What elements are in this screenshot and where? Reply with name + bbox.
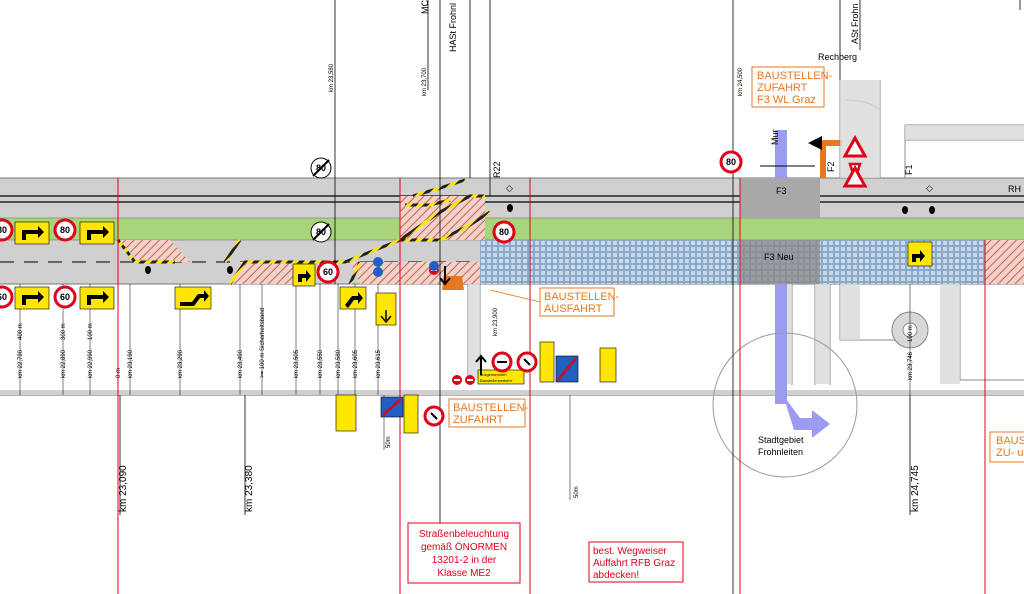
svg-text:best. Wegweiser: best. Wegweiser (593, 546, 667, 557)
svg-text:km 23,615: km 23,615 (376, 349, 382, 378)
hatched-area (118, 240, 190, 262)
svg-text:BAUSTELLEN-: BAUSTELLEN- (544, 291, 620, 303)
arrow-sign-group (14, 221, 933, 434)
label-r22: R22 (492, 161, 502, 178)
svg-text:Straßenbeleuchtung: Straßenbeleuchtung (419, 529, 509, 540)
ausgenommen-text-2: Baustellenverkehr (480, 378, 513, 383)
svg-text:100 m: 100 m (88, 323, 94, 340)
svg-text:km 23,505: km 23,505 (294, 349, 300, 378)
label-mur: Mur (770, 129, 780, 145)
svg-text:0 m: 0 m (116, 368, 122, 378)
barrier-lines (116, 178, 491, 285)
svg-text:km 23,550: km 23,550 (318, 349, 324, 378)
svg-text:100 m: 100 m (908, 325, 914, 342)
label-baustellen-zufahrt-f3: BAUSTELLEN- ZUFAHRT F3 WL Graz (751, 66, 833, 108)
km-big-2: km 23,380 (244, 465, 255, 512)
svg-text:400 m: 400 m (18, 323, 24, 340)
svg-text:km 22,890: km 22,890 (61, 349, 67, 378)
bridge-f3 (740, 178, 820, 218)
label-baustellen-right: BAUS ZU- u (989, 431, 1024, 463)
label-f1: F1 (904, 164, 914, 175)
distance-50m-b: 50m (574, 486, 580, 498)
svg-text:km 23,190: km 23,190 (128, 349, 134, 378)
svg-text:km 22,790: km 22,790 (18, 349, 24, 378)
distance-50m-a: 50m (386, 436, 392, 448)
f3-neu-grid (480, 240, 985, 284)
svg-text:ZUFAHRT: ZUFAHRT (453, 414, 504, 426)
svg-text:gemäß ÖNORMEN: gemäß ÖNORMEN (421, 541, 507, 553)
label-mc: MC (420, 0, 430, 14)
ausgenommen-text-1: ausgenommen (480, 372, 506, 377)
svg-text:◇: ◇ (506, 183, 513, 193)
svg-text:13201-2 in der: 13201-2 in der (432, 555, 497, 566)
svg-text:ZUFAHRT: ZUFAHRT (757, 82, 808, 94)
svg-text:BAUSTELLEN-: BAUSTELLEN- (757, 70, 833, 82)
svg-text:km 23,605: km 23,605 (353, 349, 359, 378)
svg-text:BAUS: BAUS (996, 435, 1024, 447)
svg-text:abdecken!: abdecken! (593, 570, 639, 581)
label-f3-neu: F3 Neu (764, 252, 794, 262)
label-strassenbeleuchtung: Straßenbeleuchtung gemäß ÖNORMEN 13201-2… (407, 522, 521, 584)
svg-text:60: 60 (0, 292, 7, 302)
label-f3: F3 (776, 186, 787, 196)
svg-text:Klasse ME2: Klasse ME2 (437, 568, 491, 579)
svg-text:AUSFAHRT: AUSFAHRT (544, 303, 603, 315)
svg-text:km 23,290: km 23,290 (178, 349, 184, 378)
svg-text:km 22,990: km 22,990 (88, 349, 94, 378)
label-rh: RH (1008, 184, 1021, 194)
svg-text:60: 60 (323, 267, 333, 277)
svg-text:80: 80 (499, 227, 509, 237)
label-wegweiser: best. Wegweiser Auffahrt RFB Graz abdeck… (588, 541, 684, 583)
km-big-3: km 24,745 (910, 465, 921, 512)
label-rechberg: Rechberg (818, 52, 857, 62)
svg-text:km 23,746: km 23,746 (908, 351, 914, 380)
label-f2: F2 (826, 161, 836, 172)
svg-text:80: 80 (60, 225, 70, 235)
speed-signs: 80 80 60 60 60 80 80 80 80 (0, 134, 868, 427)
svg-text:km 23,490: km 23,490 (238, 349, 244, 378)
svg-text:Frohnleiten: Frohnleiten (758, 447, 803, 457)
svg-text:80: 80 (726, 157, 736, 167)
svg-text:km 23,900: km 23,900 (493, 307, 499, 336)
section-lines (117, 178, 986, 594)
svg-text:300 m: 300 m (61, 323, 67, 340)
svg-text:ZU- u: ZU- u (996, 447, 1024, 459)
svg-text:BAUSTELLEN-: BAUSTELLEN- (453, 402, 529, 414)
svg-text:km 23,580: km 23,580 (336, 349, 342, 378)
label-baustellen-ausfahrt: BAUSTELLEN- AUSFAHRT (539, 287, 620, 317)
label-baustellen-zufahrt-lower: BAUSTELLEN- ZUFAHRT (448, 398, 529, 428)
svg-text:◇: ◇ (926, 183, 933, 193)
label-hast: HASt Frohnl (448, 3, 458, 52)
km-bottom-labels: 400 m km 22,790 300 m km 22,890 100 m km… (18, 307, 914, 380)
svg-text:60: 60 (60, 292, 70, 302)
svg-text:F3 WL Graz: F3 WL Graz (757, 94, 816, 106)
km-top-3: km 24,500 (738, 67, 744, 96)
km-top-1: km 23,580 (329, 63, 335, 92)
svg-text:>= 100 m Sicherheitsband: >= 100 m Sicherheitsband (260, 308, 266, 378)
city-boundary-circle (712, 332, 858, 478)
svg-text:Auffahrt RFB Graz: Auffahrt RFB Graz (593, 558, 675, 569)
label-ast: ASt Frohn (850, 3, 860, 44)
label-stadtgebiet: Stadtgebiet (758, 435, 804, 445)
km-top-2: km 23,700 (422, 67, 428, 96)
svg-text:80: 80 (0, 225, 7, 235)
km-big-1: km 23,090 (118, 465, 129, 512)
